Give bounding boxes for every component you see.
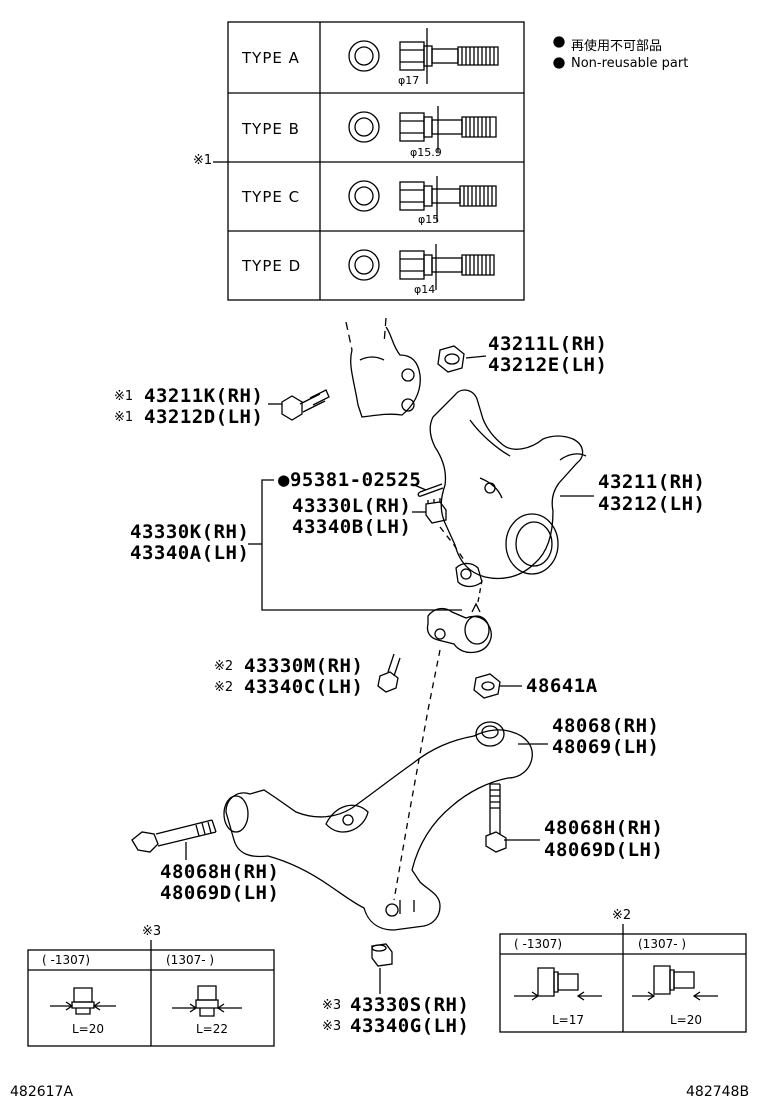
table2-bolt-2 xyxy=(632,965,718,1001)
type-b-label: TYPE B xyxy=(242,120,300,138)
legend-japanese: 再使用不可部品 xyxy=(571,39,663,54)
type-d-label: TYPE D xyxy=(242,257,302,275)
bolt-top-mark: ※1 xyxy=(114,389,134,404)
table3-header-1: ( -1307) xyxy=(42,953,91,967)
nut-48641A-drawing xyxy=(473,673,501,699)
bolt-type-a-drawing xyxy=(348,28,499,84)
table2-mark: ※2 xyxy=(612,908,632,923)
steering-knuckle-drawing xyxy=(429,389,587,588)
part-knuckle-43211-rh: 43211(RH) xyxy=(598,471,706,493)
part-bolt-48068H-rh-right: 48068H(RH) xyxy=(544,817,664,839)
part-castle-nut-43330L-rh: 43330L(RH) xyxy=(292,495,412,517)
bolt-48068H-left-drawing xyxy=(131,819,217,853)
legend-non-reusable: Non-reusable part xyxy=(571,56,689,71)
table2-header-2: (1307- ) xyxy=(638,937,687,951)
bolt-43211K-drawing xyxy=(281,389,330,421)
type-d-diameter: φ14 xyxy=(414,283,436,296)
table3-nut-2 xyxy=(172,985,242,1017)
type-a-label: TYPE A xyxy=(242,49,300,67)
legend-dot-2 xyxy=(553,57,565,69)
bolt-48068H-right-drawing xyxy=(485,783,507,853)
strut-bracket-drawing xyxy=(345,317,421,418)
ball-joint-bracket xyxy=(261,479,462,611)
type-b-diameter: φ15.9 xyxy=(410,146,442,159)
part-cotter-pin: ●95381-02525 xyxy=(278,470,421,491)
nut-43330S-drawing xyxy=(371,943,393,967)
part-nut-43340G-lh: 43340G(LH) xyxy=(350,1015,470,1037)
bolt-type-table-frame xyxy=(213,21,525,301)
part-arm-48069-lh: 48069(LH) xyxy=(552,736,660,758)
bolt-type-c-drawing xyxy=(348,176,497,222)
table2-header-1: ( -1307) xyxy=(514,937,563,951)
bolt-type-d-drawing xyxy=(348,244,495,290)
legend-dot xyxy=(553,36,565,48)
bottom-nut-mark-2: ※3 xyxy=(322,1019,342,1034)
bj-bolt-mark-2: ※2 xyxy=(214,680,234,695)
part-bolt-43330M-rh: 43330M(RH) xyxy=(244,655,364,677)
part-nut-43330S-rh: 43330S(RH) xyxy=(350,994,470,1016)
part-nut-43211L-rh: 43211L(RH) xyxy=(488,333,608,355)
table2-bolt-1 xyxy=(514,967,602,1001)
footer-right-code: 482748B xyxy=(686,1084,750,1100)
cotter-pin-number: 95381-02525 xyxy=(289,469,422,491)
part-bolt-43340C-lh: 43340C(LH) xyxy=(244,676,364,698)
footer-left-code: 482617A xyxy=(10,1084,74,1100)
part-ball-joint-43330K-rh: 43330K(RH) xyxy=(130,521,250,543)
type-c-diameter: φ15 xyxy=(418,213,440,226)
table2-frame xyxy=(499,924,747,1033)
part-bolt-43211K-rh: 43211K(RH) xyxy=(144,385,264,407)
bolt-top-mark-2: ※1 xyxy=(114,410,134,425)
bolt-43330M-drawing xyxy=(377,653,401,693)
ball-joint-drawing xyxy=(426,602,492,654)
part-bolt-48068H-rh-left: 48068H(RH) xyxy=(160,861,280,883)
part-castle-nut-43340B-lh: 43340B(LH) xyxy=(292,516,412,538)
type-c-label: TYPE C xyxy=(242,188,301,206)
bj-bolt-mark: ※2 xyxy=(214,659,234,674)
part-bolt-48069D-lh-right: 48069D(LH) xyxy=(544,839,664,861)
bolt-type-b-drawing xyxy=(348,106,497,152)
part-knuckle-43212-lh: 43212(LH) xyxy=(598,493,706,515)
part-bolt-48069D-lh-left: 48069D(LH) xyxy=(160,882,280,904)
part-ball-joint-43340A-lh: 43340A(LH) xyxy=(130,542,250,564)
castle-nut-drawing xyxy=(425,498,447,524)
cotter-pin-drawing xyxy=(417,483,444,497)
table3-length-2: L=22 xyxy=(196,1022,229,1036)
part-bolt-43212D-lh: 43212D(LH) xyxy=(144,406,264,428)
non-reusable-dot-icon: ● xyxy=(278,469,290,491)
part-nut-43212E-lh: 43212E(LH) xyxy=(488,354,608,376)
table3-length-1: L=20 xyxy=(72,1022,105,1036)
bottom-nut-mark: ※3 xyxy=(322,998,342,1013)
table2-length-2: L=20 xyxy=(670,1013,703,1027)
lower-control-arm-drawing xyxy=(223,721,533,931)
part-arm-48068-rh: 48068(RH) xyxy=(552,715,660,737)
table3-nut-1 xyxy=(50,987,116,1015)
table2-length-1: L=17 xyxy=(552,1013,585,1027)
bolt-table-note-mark: ※1 xyxy=(193,153,213,168)
part-nut-48641A: 48641A xyxy=(526,675,598,697)
table3-frame xyxy=(27,940,275,1047)
nut-43211L-drawing xyxy=(437,345,465,373)
table3-mark: ※3 xyxy=(142,924,162,939)
type-a-diameter: φ17 xyxy=(398,74,420,87)
table3-header-2: (1307- ) xyxy=(166,953,215,967)
